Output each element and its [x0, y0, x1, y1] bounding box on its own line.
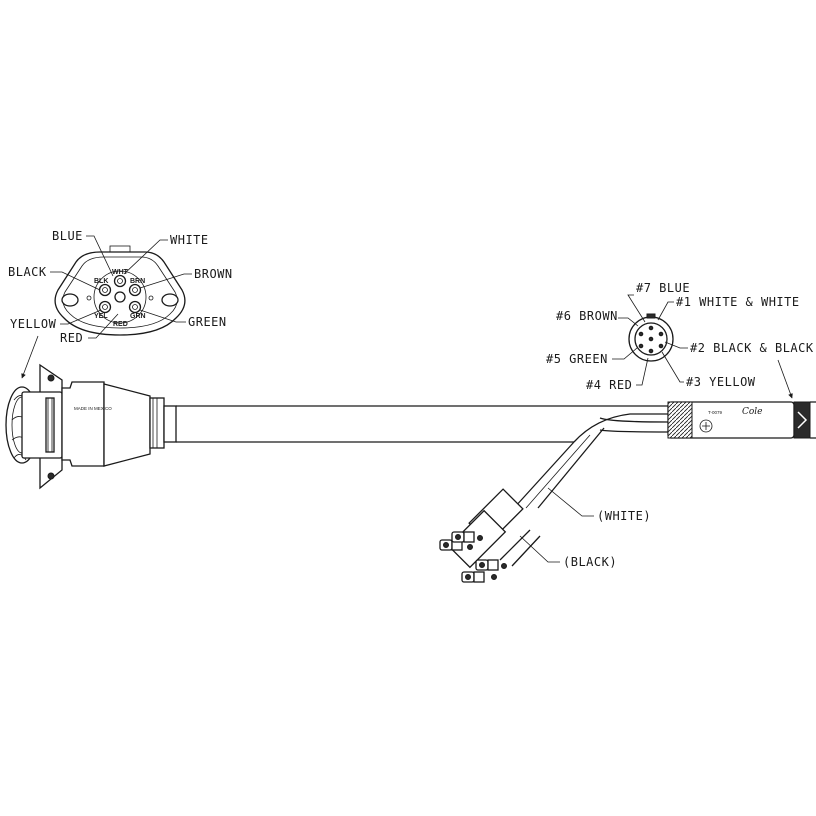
callout-pin1-white: #1 WHITE & WHITE	[676, 295, 800, 309]
callout-black: BLACK	[8, 265, 47, 279]
seven-way-socket-face: WHT BLK BRN YEL GRN RED BLUE WHITE BLACK…	[8, 229, 233, 345]
made-in-mexico-text: MADE IN MEXICO	[74, 406, 112, 411]
pin-label-yel: YEL	[94, 313, 108, 320]
seven-way-socket-side: MADE IN MEXICO	[5, 363, 177, 490]
part-number-text: T-0079	[708, 410, 723, 415]
mount-hole-left	[61, 293, 79, 307]
pin-label-grn: GRN	[130, 313, 146, 320]
callout-yellow: YELLOW	[10, 317, 57, 331]
callout-blue: BLUE	[52, 229, 83, 243]
callout-branch-white: (WHITE)	[597, 509, 651, 523]
branch-leads: (WHITE) (BLACK)	[439, 427, 651, 583]
callout-branch-black: (BLACK)	[563, 555, 617, 569]
callout-pin2-black: #2 BLACK & BLACK	[690, 341, 814, 355]
mount-hole-right	[161, 293, 179, 307]
white-lead-terminals	[439, 531, 483, 551]
callout-pin3-yellow: #3 YELLOW	[686, 375, 756, 389]
callout-red: RED	[60, 331, 83, 345]
round-pointer-arrow	[777, 359, 793, 399]
callout-green: GREEN	[188, 315, 227, 329]
black-lead-terminals	[461, 559, 507, 583]
callout-brown: BROWN	[194, 267, 233, 281]
pin-label-wht: WHT	[112, 269, 129, 276]
callout-pin5-green: #5 GREEN	[546, 352, 608, 366]
round-connector-body: T-0079 Cole	[667, 401, 816, 439]
callout-pin6-brown: #6 BROWN	[556, 309, 618, 323]
callout-white: WHITE	[170, 233, 209, 247]
main-cable	[176, 405, 669, 443]
callout-pin7-blue: #7 BLUE	[636, 281, 690, 295]
brand-logo-text: Cole	[742, 407, 763, 417]
pin-label-brn: BRN	[130, 278, 145, 285]
pin-label-red: RED	[113, 321, 128, 328]
round-connector-face: #7 BLUE #1 WHITE & WHITE #6 BROWN #2 BLA…	[546, 281, 814, 392]
socket-pointer-arrow	[21, 335, 39, 379]
callout-pin4-red: #4 RED	[586, 378, 632, 392]
pin-label-blk: BLK	[94, 278, 108, 285]
